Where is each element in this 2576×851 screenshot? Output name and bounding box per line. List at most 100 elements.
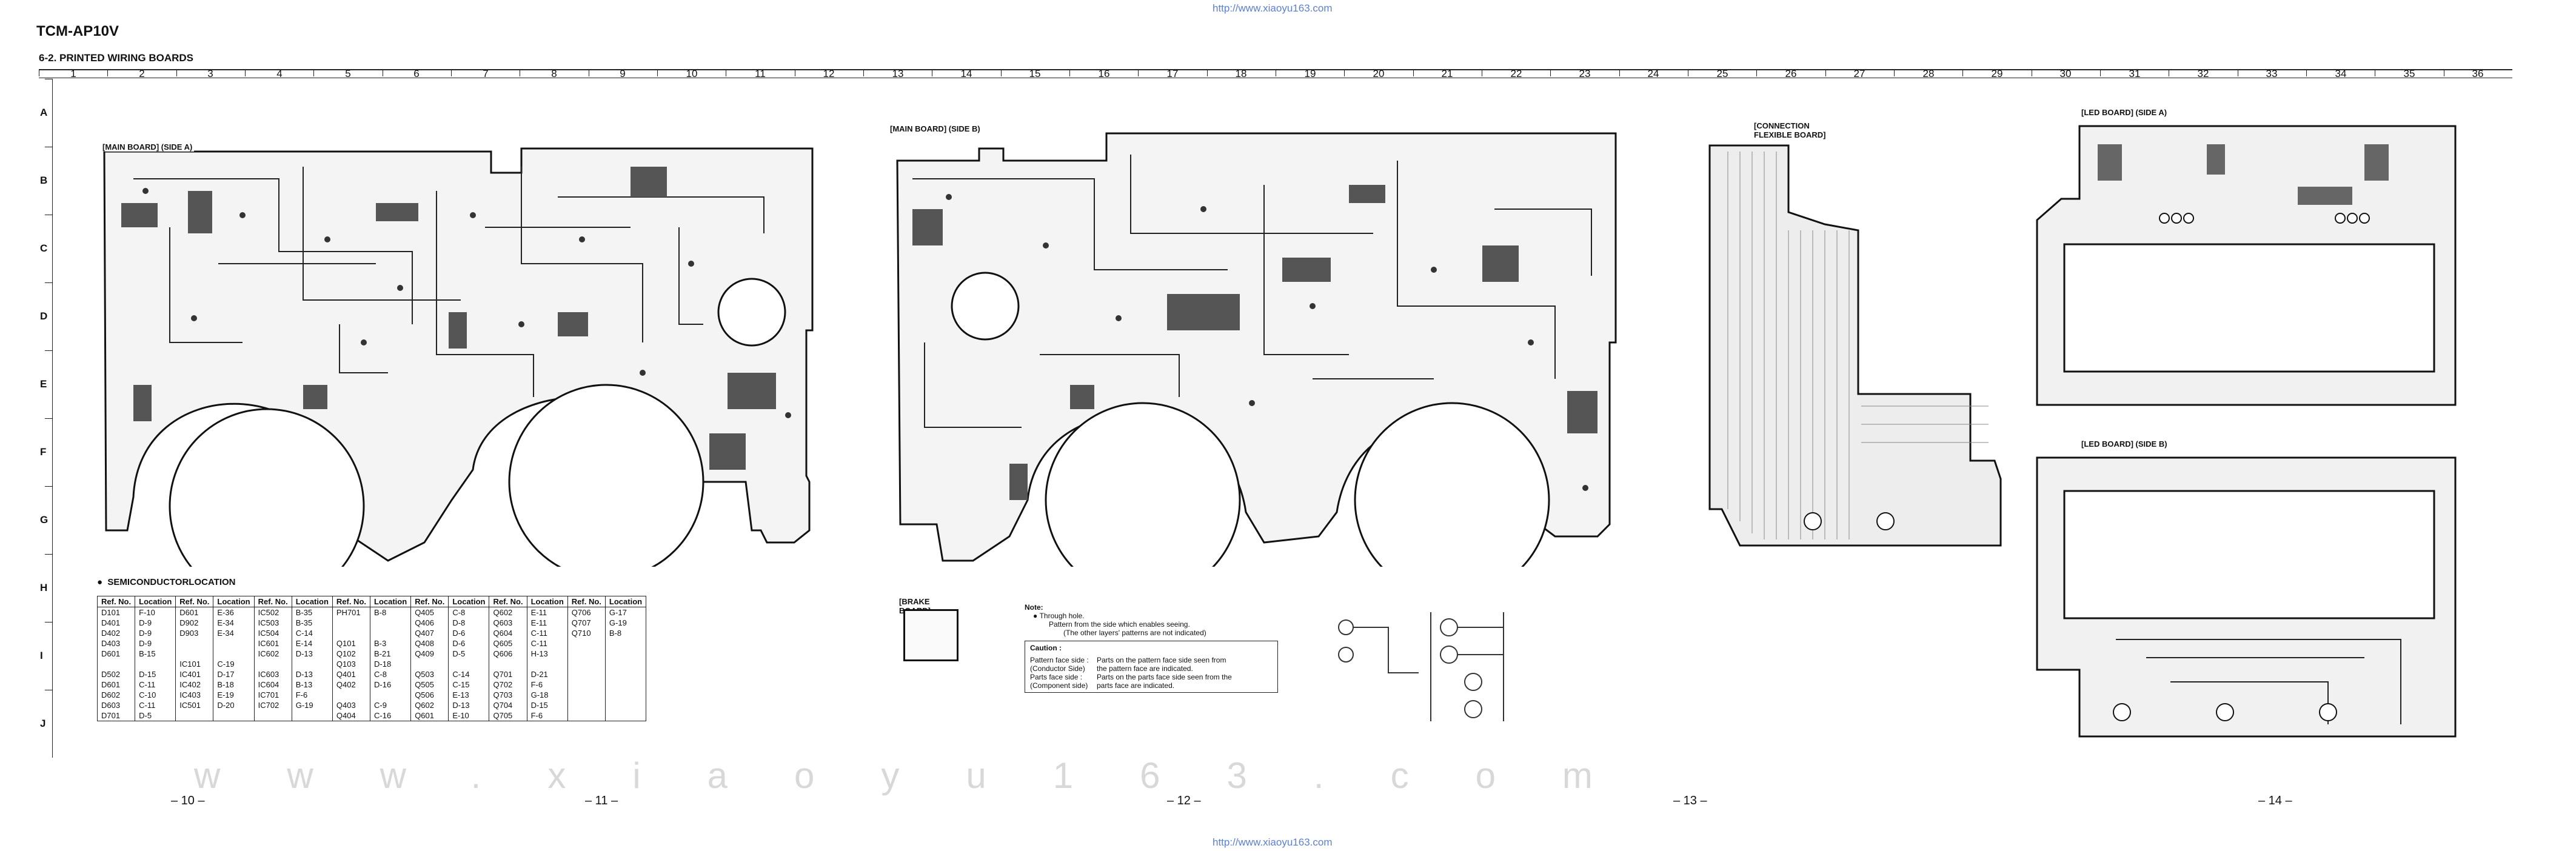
column-tick [1069,69,1070,76]
table-cell: D-18 [370,659,412,669]
connection-flexible-board-label: [CONNECTION FLEXIBLE BOARD] [1752,121,1847,139]
table-cell: B-21 [370,649,412,659]
column-label: 28 [1922,68,1935,79]
column-label: 2 [139,68,145,79]
column-tick [863,69,864,76]
caution-1b: Parts on the pattern face side seen from [1097,656,1226,664]
table-cell: Q604 [489,628,527,638]
section-title: 6-2. PRINTED WIRING BOARDS [39,52,194,64]
column-label: 21 [1441,68,1453,79]
row-tick [45,350,52,351]
caution-3b: Parts on the parts face side seen from t… [1097,673,1232,681]
table-header-cell: Ref. No. [96,596,136,607]
caution-4b: parts face are indicated. [1097,681,1175,690]
column-tick [176,69,177,76]
table-cell: B-3 [370,638,412,649]
table-cell: Q505 [410,679,449,690]
led-board-side-a-label: [LED BOARD] (SIDE A) [2079,108,2169,117]
switch-wiring-sketch [1338,612,1504,721]
table-cell: E-11 [526,618,568,628]
column-label: 22 [1510,68,1522,79]
table-cell: D-6 [448,638,490,649]
table-cell [332,690,371,700]
main-board-side-a: [MAIN BOARD] (SIDE A) [97,142,821,604]
table-cell: C-14 [448,669,490,679]
row-label: I [40,650,43,661]
table-header-cell: Location [448,596,490,607]
table-cell: D-15 [526,700,568,710]
through-hole-icon: ● [1033,612,1040,620]
table-header-cell: Location [135,596,176,607]
column-label: 23 [1579,68,1591,79]
table-cell: Q710 [567,628,606,638]
row-label: G [40,514,49,526]
column-label: 18 [1235,68,1247,79]
table-header-cell: Location [526,596,568,607]
note-block: Note: ● Through hole. Pattern from the s… [1025,603,1285,693]
table-cell: Q506 [410,690,449,700]
table-cell: D903 [175,628,214,638]
page-number-11: – 11 – [585,794,618,807]
table-cell: Q603 [489,618,527,628]
column-label: 5 [345,68,351,79]
table-cell: IC101 [175,659,214,669]
brake-board: [BRAKE BOARD] [897,597,964,664]
table-cell [604,710,647,721]
table-cell: G-17 [604,607,647,618]
main-board-side-b-drawing [896,132,1617,598]
row-tick [45,282,52,283]
table-cell: D-17 [213,669,255,679]
table-header-cell: Ref. No. [175,596,214,607]
table-cell: Q101 [332,638,371,649]
column-label: 1 [70,68,76,79]
column-tick [1825,69,1826,76]
column-label: 7 [483,68,489,79]
column-tick [1138,69,1139,76]
column-label: 12 [823,68,835,79]
table-cell [332,618,371,628]
table-cell: IC601 [253,638,292,649]
table-cell [567,710,606,721]
table-header-cell: Ref. No. [567,596,606,607]
table-cell: F-6 [291,690,333,700]
row-label: D [40,310,48,322]
brake-board-outline [903,609,958,661]
table-cell: D902 [175,618,214,628]
top-url[interactable]: http://www.xiaoyu163.com [1213,2,1333,14]
table-cell: B-8 [370,607,412,618]
column-tick [107,69,108,76]
led-board-side-b-label: [LED BOARD] (SIDE B) [2079,439,2169,449]
table-cell: C-16 [370,710,412,721]
table-cell: B-18 [213,679,255,690]
table-cell: G-19 [291,700,333,710]
column-label: 29 [1991,68,2003,79]
table-cell: B-35 [291,607,333,618]
table-cell: D602 [96,690,136,700]
bottom-url[interactable]: http://www.xiaoyu163.com [1213,836,1333,848]
table-cell [567,659,606,669]
table-cell: C-15 [448,679,490,690]
table-cell [448,659,490,669]
column-label: 34 [2335,68,2347,79]
page-number-13: – 13 – [1673,794,1707,807]
column-tick [1962,69,1963,76]
table-cell: IC502 [253,607,292,618]
row-label: J [40,718,46,729]
table-cell [567,669,606,679]
led-board-side-a-drawing [2036,125,2457,406]
row-label: F [40,446,47,458]
table-cell: Q103 [332,659,371,669]
table-cell: Q706 [567,607,606,618]
table-cell: D-5 [448,649,490,659]
note-through-hole: ● Through hole. [1033,612,1285,620]
table-cell [489,659,527,669]
table-cell: C-11 [135,700,176,710]
table-cell: D603 [96,700,136,710]
table-cell [175,649,214,659]
row-label: C [40,242,48,254]
table-cell [567,638,606,649]
table-cell [370,628,412,638]
